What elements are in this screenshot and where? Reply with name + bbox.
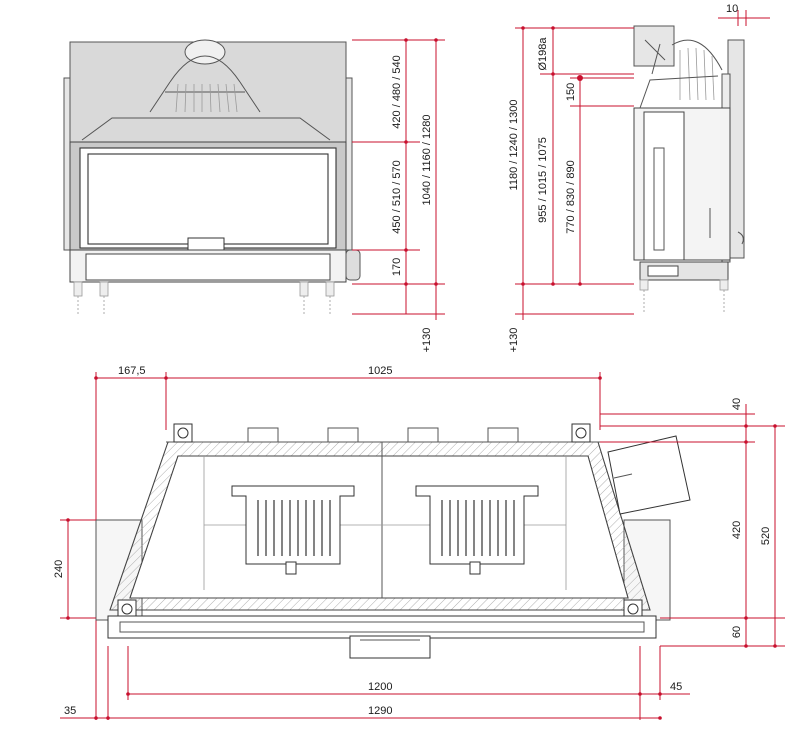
side-view: 10 <box>508 3 770 352</box>
plan-door-handle <box>349 635 431 659</box>
plan-grate-right <box>415 485 539 575</box>
side-bell-ribs <box>679 47 715 101</box>
side-hood-slope <box>639 75 719 109</box>
plan-left-dimension-lines <box>60 518 96 620</box>
plan-dim-left-offset: 167,5 <box>118 365 146 377</box>
side-flue-pipe <box>644 39 666 75</box>
plan-dim-depth-420: 420 <box>731 521 743 539</box>
plan-door-glass <box>119 621 645 633</box>
front-dimension-lines <box>352 38 445 320</box>
plan-dim-inner-width: 1025 <box>368 365 392 377</box>
front-dim-base: 170 <box>391 258 403 276</box>
front-right-pillar <box>345 77 353 251</box>
side-dim-height-b: 955 / 1015 / 1075 <box>537 137 549 223</box>
plan-dim-left-35: 35 <box>64 705 76 717</box>
front-dim-extension: +130 <box>421 328 433 353</box>
plan-dim-width-1200: 1200 <box>368 681 392 693</box>
side-dim-collar: 150 <box>565 83 577 101</box>
plan-top-brackets <box>166 427 600 443</box>
side-dim-extension: +130 <box>508 328 520 353</box>
front-door-handle <box>187 237 225 251</box>
side-dim-height-a: 1180 / 1240 / 1300 <box>508 100 520 191</box>
side-dim-height-c: 770 / 830 / 890 <box>565 160 577 233</box>
plan-firebox <box>129 455 629 599</box>
plan-dim-right-45: 45 <box>670 681 682 693</box>
side-lever <box>737 231 744 245</box>
front-glass-inner <box>87 153 329 245</box>
plan-bottom-dimension-lines <box>60 646 690 720</box>
front-dim-overall: 1040 / 1160 / 1280 <box>421 115 433 206</box>
side-bell-outline <box>671 39 723 71</box>
front-base-panel <box>85 253 331 281</box>
plan-grate-left <box>231 485 355 575</box>
plan-right-dimension-lines <box>600 404 785 648</box>
side-legs <box>639 279 729 314</box>
front-dim-upper: 420 / 480 / 540 <box>391 55 403 128</box>
plan-dim-top-40: 40 <box>731 398 743 410</box>
side-flue-box <box>633 25 675 67</box>
plan-view: 167,5 1025 <box>53 365 785 720</box>
plan-corner-bolts <box>117 423 643 619</box>
front-air-inlet <box>345 249 361 281</box>
front-flue-bell <box>81 39 331 141</box>
plan-flue-outlet <box>607 435 691 515</box>
front-dim-middle: 450 / 510 / 570 <box>391 160 403 233</box>
side-base-grille <box>647 265 679 277</box>
plan-dim-depth-520: 520 <box>760 527 772 545</box>
side-glass-edge <box>653 147 665 251</box>
plan-dim-front-60: 60 <box>731 626 743 638</box>
side-dim-top-offset: 10 <box>726 3 738 15</box>
front-view: 420 / 480 / 540 450 / 510 / 570 170 1040… <box>63 38 445 353</box>
plan-dim-width-1290: 1290 <box>368 705 392 717</box>
side-dim-diameter: Ø198a <box>537 37 549 71</box>
side-dimension-lines <box>515 26 634 320</box>
front-left-pillar <box>63 77 71 251</box>
plan-dim-left-240: 240 <box>53 560 65 578</box>
front-legs <box>73 281 335 316</box>
